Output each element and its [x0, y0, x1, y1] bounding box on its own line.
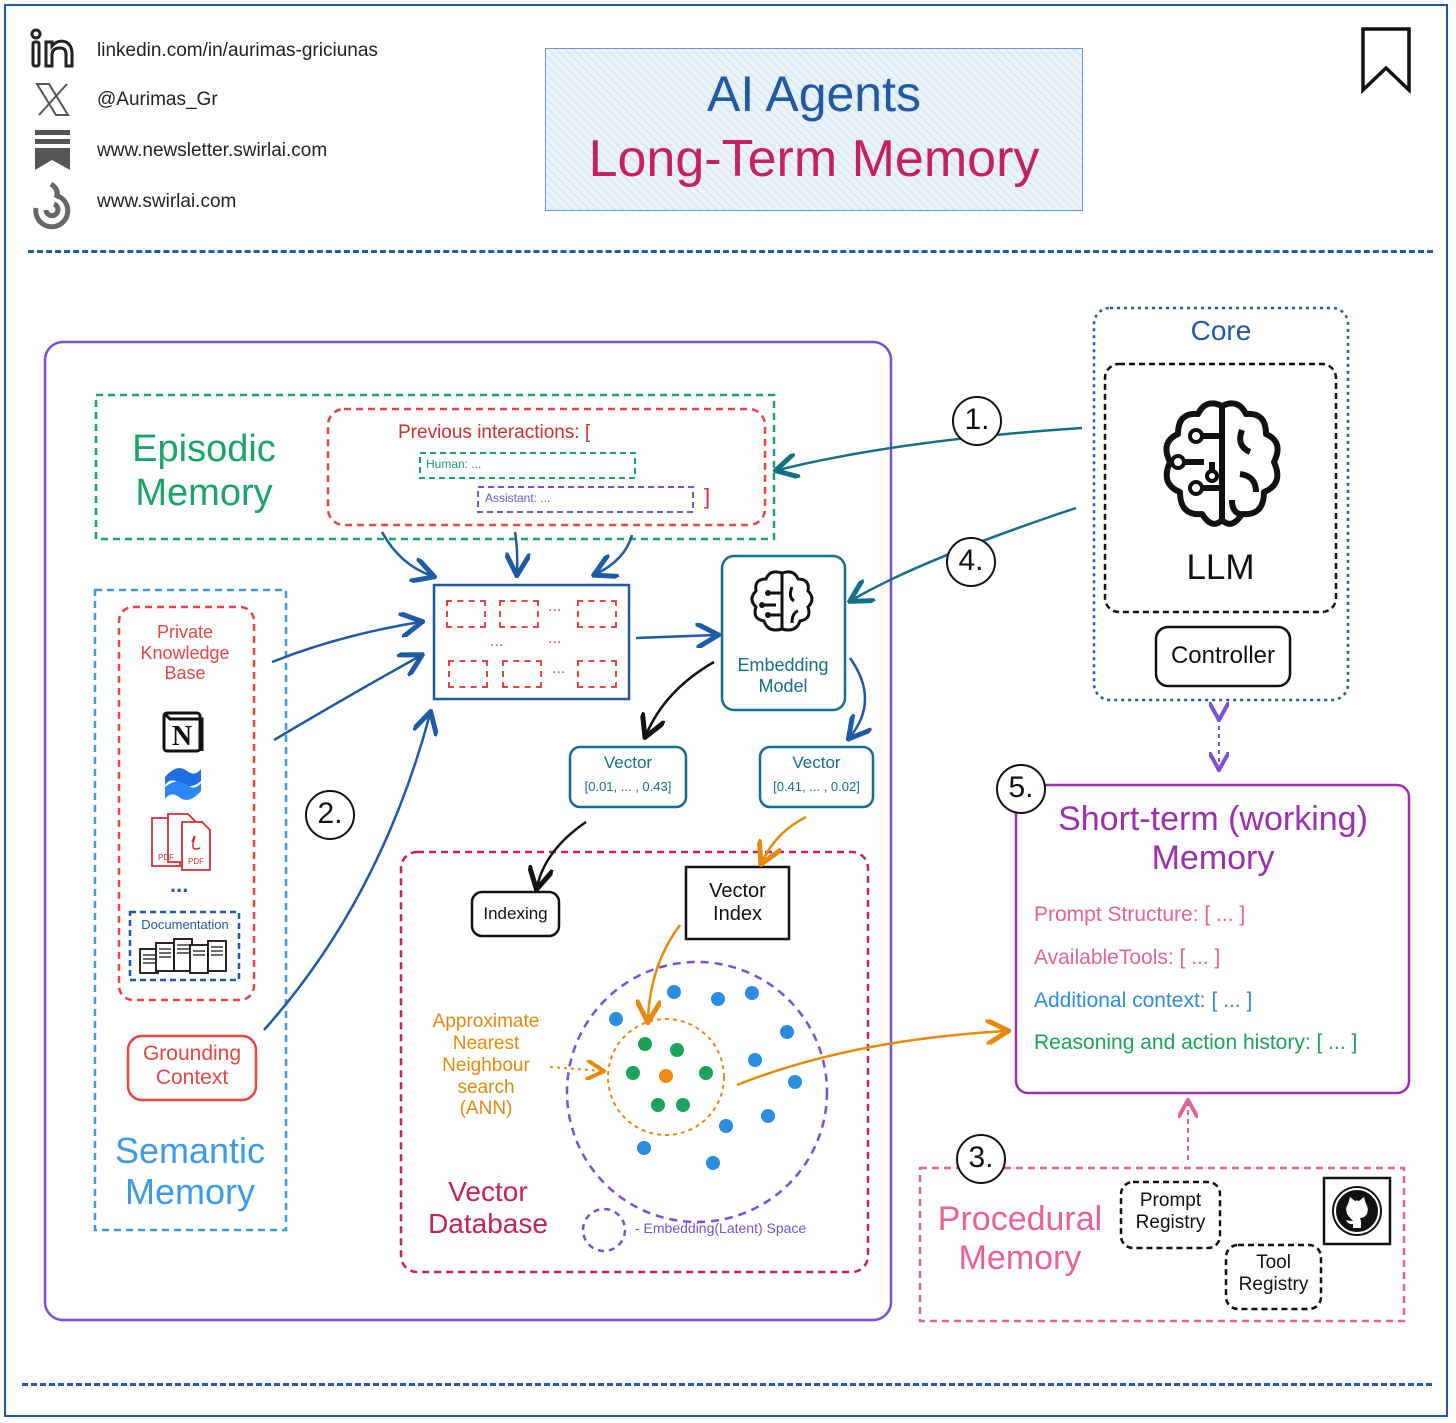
- additional-context-item: Additional context: [ ... ]: [1034, 989, 1253, 1012]
- github-icon: [1330, 1184, 1384, 1238]
- embedding-point: [780, 1025, 794, 1039]
- chunk-block: [499, 600, 539, 628]
- newsletter-link[interactable]: www.newsletter.swirlai.com: [97, 140, 328, 161]
- chunk-dots: ...: [548, 598, 562, 615]
- title-line1: AI Agents: [706, 66, 922, 122]
- step-1-badge: 1.: [952, 396, 1002, 446]
- swirl-icon: [28, 180, 74, 232]
- vector-right: Vector [0.41, ... , 0.02]: [773, 753, 860, 794]
- neighbour-point: [638, 1037, 652, 1051]
- chunk-dots: ...: [548, 630, 562, 647]
- svg-text:N: N: [172, 721, 192, 752]
- embedding-point: [609, 1012, 623, 1026]
- neighbour-point: [670, 1043, 684, 1057]
- llm-label: LLM: [1186, 548, 1255, 587]
- documentation-icon: [138, 937, 230, 975]
- prompt-structure-item: Prompt Structure: [ ... ]: [1034, 903, 1246, 926]
- embedding-point: [748, 1053, 762, 1067]
- bookmark-icon[interactable]: [1360, 26, 1412, 95]
- chunk-dots: ...: [490, 633, 504, 650]
- embedding-point: [788, 1075, 802, 1089]
- embedding-point: [637, 1141, 651, 1155]
- page-frame: [4, 4, 1448, 1417]
- newsletter-icon: [35, 130, 70, 170]
- neighbour-point: [676, 1098, 690, 1112]
- x-handle-link[interactable]: @Aurimas_Gr: [97, 89, 218, 110]
- more-sources-ellipsis: ...: [170, 872, 189, 897]
- short-term-memory-items: Prompt Structure: [ ... ] AvailableTools…: [1034, 903, 1404, 1073]
- embedding-point: [706, 1156, 720, 1170]
- step-5-badge: 5.: [996, 764, 1046, 814]
- confluence-icon: [163, 763, 203, 805]
- neighbour-point: [651, 1098, 665, 1112]
- vector-left: Vector [0.01, ... , 0.43]: [584, 753, 672, 794]
- title-box: AI Agents Long-Term Memory: [545, 48, 1083, 211]
- x-icon: [35, 82, 70, 117]
- core-label: Core: [1190, 315, 1252, 346]
- chunk-block: [577, 660, 617, 688]
- previous-interactions-label: Previous interactions: [: [398, 422, 591, 443]
- query-point: [659, 1069, 673, 1083]
- chunk-block: [502, 660, 542, 688]
- chunk-block: [577, 600, 617, 628]
- brain-icon: [1156, 396, 1288, 536]
- available-tools-item: AvailableTools: [ ... ]: [1034, 946, 1221, 969]
- indexing-label: Indexing: [483, 904, 548, 923]
- chunk-block: [448, 660, 488, 688]
- assistant-turn: Assistant: ...: [485, 491, 551, 505]
- embedding-point: [667, 985, 681, 999]
- step-4-badge: 4.: [946, 537, 996, 587]
- pdf-icon: PDF PDF: [150, 812, 216, 872]
- linkedin-icon: [30, 28, 75, 70]
- closing-bracket: ]: [704, 484, 711, 509]
- footer-divider: [22, 1383, 1432, 1386]
- brain-icon: [748, 567, 816, 639]
- neighbour-point: [626, 1066, 640, 1080]
- linkedin-link[interactable]: linkedin.com/in/aurimas-griciunas: [97, 40, 378, 61]
- short-term-memory-title: Short-term (working)Memory: [1058, 800, 1368, 878]
- embedding-point: [719, 1119, 733, 1133]
- embedding-point: [761, 1109, 775, 1123]
- pdf-label: PDF: [158, 853, 174, 862]
- pdf-label: PDF: [188, 857, 204, 866]
- embedding-space-legend: - Embedding(Latent) Space: [635, 1220, 807, 1236]
- notion-icon: N: [161, 710, 205, 754]
- controller-label[interactable]: Controller: [1170, 642, 1276, 669]
- embedding-point: [745, 986, 759, 1000]
- reasoning-history-item: Reasoning and action history: [ ... ]: [1034, 1031, 1358, 1054]
- chunk-dots: ...: [552, 660, 566, 677]
- title-line2: Long-Term Memory: [588, 130, 1040, 188]
- step-2-badge: 2.: [305, 790, 355, 840]
- chunk-block: [446, 600, 486, 628]
- embedding-point: [711, 992, 725, 1006]
- header-divider: [28, 250, 1433, 253]
- documentation-label: Documentation: [141, 917, 229, 932]
- human-turn: Human: ...: [426, 457, 482, 471]
- step-3-badge: 3.: [956, 1134, 1006, 1184]
- website-link[interactable]: www.swirlai.com: [97, 191, 237, 212]
- neighbour-point: [699, 1066, 713, 1080]
